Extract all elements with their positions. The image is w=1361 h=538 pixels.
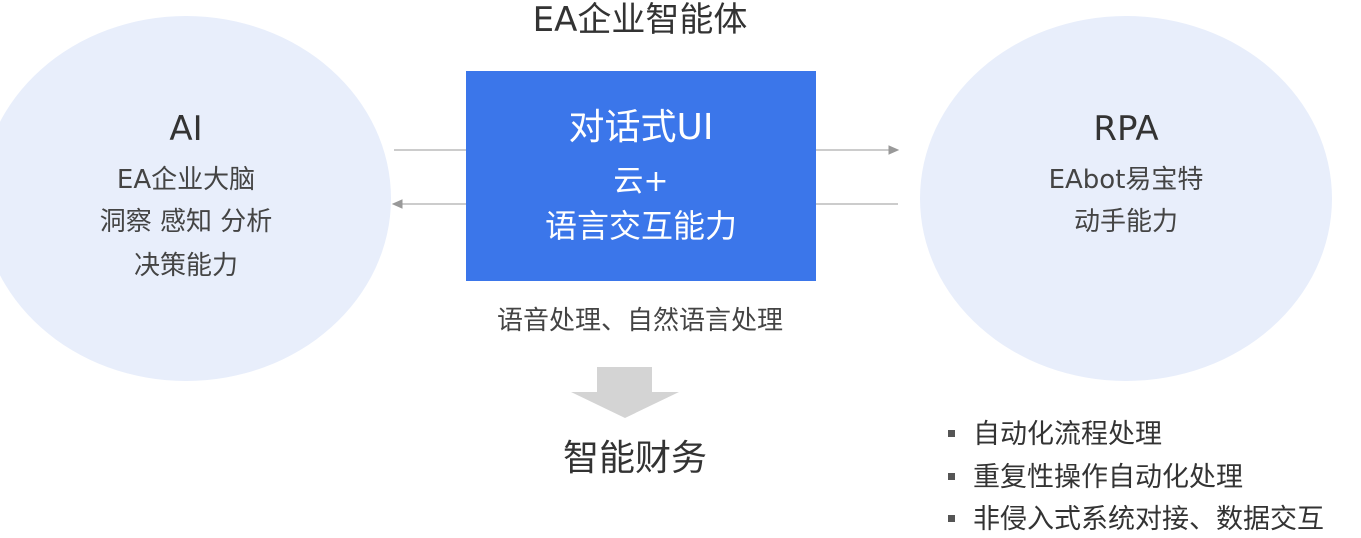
bullet-text: 重复性操作自动化处理 (973, 462, 1243, 493)
arrow-center-to-rpa (816, 145, 900, 155)
down-arrow (571, 367, 679, 418)
bullet-square-icon (948, 473, 955, 480)
bullet-item-3: 非侵入式系统对接、数据交互 (948, 502, 1324, 538)
ai-circle: AI EA企业大脑 洞察 感知 分析 决策能力 (0, 16, 391, 381)
bullet-text: 自动化流程处理 (973, 419, 1162, 450)
diagram-title: EA企业智能体 (532, 0, 748, 40)
arrow-center-to-ai (391, 199, 466, 209)
dialog-ui-box: 对话式UI 云+ 语言交互能力 (466, 71, 816, 281)
ai-line-2: 洞察 感知 分析 (99, 207, 273, 237)
ai-line-1: EA企业大脑 (116, 165, 256, 195)
rpa-heading: RPA (1093, 109, 1159, 149)
bullet-item-2: 重复性操作自动化处理 (948, 460, 1243, 496)
dialog-ui-heading: 对话式UI (568, 107, 714, 148)
dialog-ui-line-2: 语言交互能力 (544, 207, 737, 245)
dialog-ui-line-1: 云+ (613, 164, 669, 199)
bullet-square-icon (948, 515, 955, 522)
bullet-square-icon (948, 430, 955, 437)
rpa-line-2: 动手能力 (1073, 207, 1178, 237)
rpa-circle: RPA EAbot易宝特 动手能力 (920, 16, 1332, 381)
bullet-text: 非侵入式系统对接、数据交互 (973, 504, 1324, 535)
bullet-item-1: 自动化流程处理 (948, 417, 1162, 453)
ai-line-3: 决策能力 (133, 251, 238, 281)
speech-caption: 语音处理、自然语言处理 (496, 306, 783, 336)
rpa-line-1: EAbot易宝特 (1048, 165, 1204, 195)
ai-heading: AI (169, 109, 203, 149)
result-label: 智能财务 (562, 438, 707, 479)
